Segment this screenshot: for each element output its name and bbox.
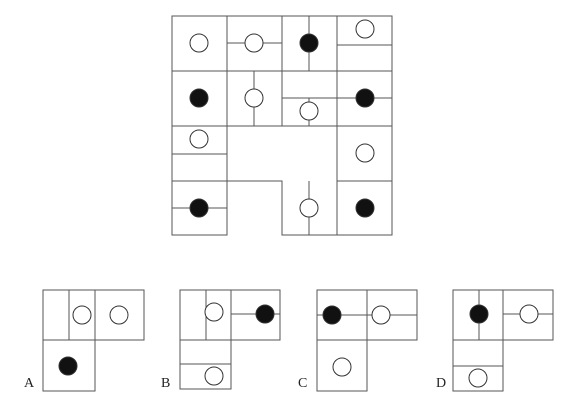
white-circle [189, 129, 209, 149]
white-circle [371, 305, 391, 325]
option-a[interactable]: A [24, 289, 145, 392]
white-circle [204, 302, 224, 322]
black-circle [189, 198, 209, 218]
black-circle [469, 304, 489, 324]
option-label-d: D [436, 376, 446, 391]
black-circle [299, 33, 319, 53]
white-circle [244, 33, 264, 53]
white-circle [355, 19, 375, 39]
black-circle [255, 304, 275, 324]
option-label-c: C [298, 376, 307, 391]
option-c[interactable]: C [298, 289, 418, 392]
option-label-b: B [161, 376, 170, 391]
grid-outline [171, 15, 393, 236]
black-circle [322, 305, 342, 325]
white-circle [332, 357, 352, 377]
white-circle [468, 368, 488, 388]
option-d[interactable]: D [436, 289, 554, 392]
white-circle [72, 305, 92, 325]
white-circle [519, 304, 539, 324]
black-circle [58, 356, 78, 376]
white-circle [299, 198, 319, 218]
white-circle [189, 33, 209, 53]
black-circle [355, 88, 375, 108]
white-circle [299, 101, 319, 121]
white-circle [355, 143, 375, 163]
black-circle [189, 88, 209, 108]
white-circle [204, 366, 224, 386]
option-label-a: A [24, 376, 35, 391]
option-b[interactable]: B [161, 289, 281, 391]
black-circle [355, 198, 375, 218]
white-circle [244, 88, 264, 108]
question-circles [189, 19, 375, 218]
white-circle [109, 305, 129, 325]
